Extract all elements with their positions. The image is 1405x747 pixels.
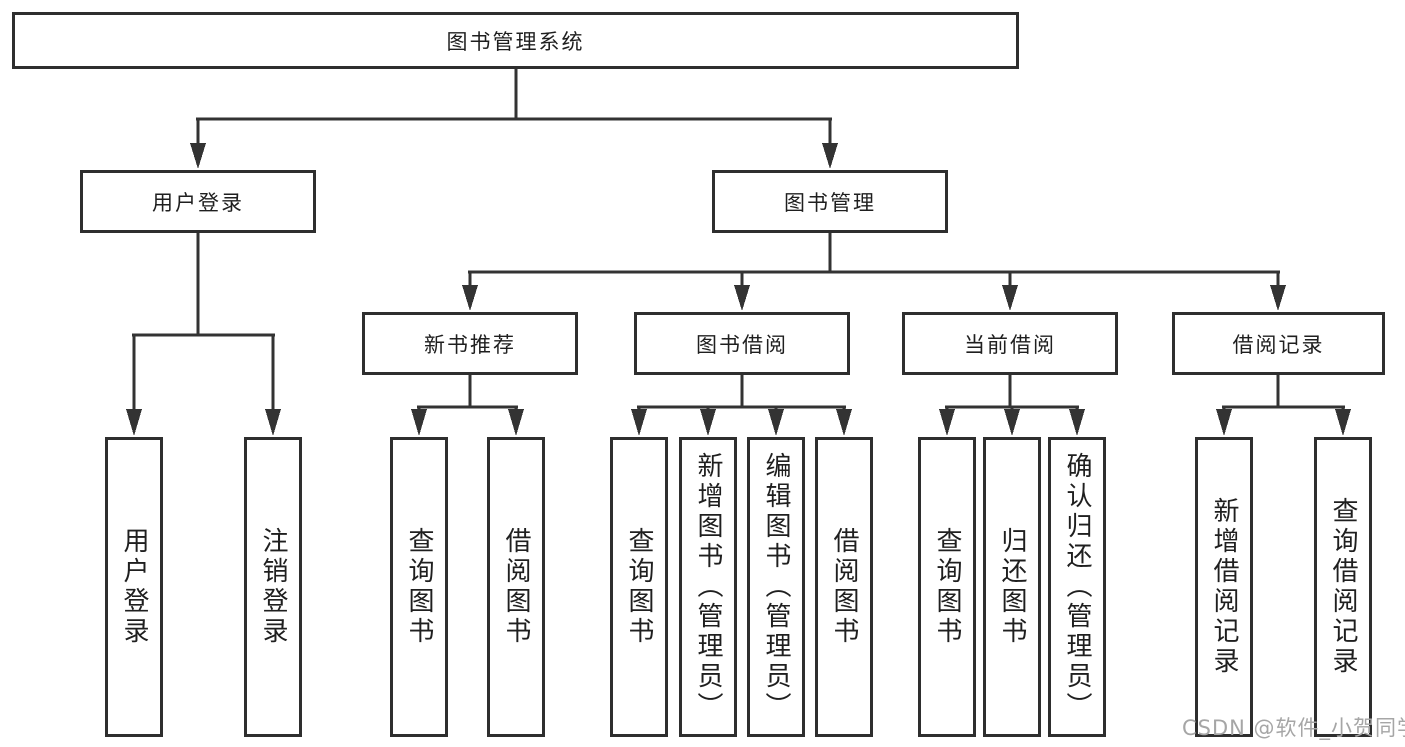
leaf-user-login: 用户登录 bbox=[105, 437, 163, 737]
leaf-confirm-return-admin: 确认归还（管理员） bbox=[1048, 437, 1106, 737]
leaf-query-book-borrow: 查询图书 bbox=[610, 437, 668, 737]
leaf-query-borrow-record-label: 查询借阅记录 bbox=[1328, 497, 1358, 677]
leaf-query-book-current: 查询图书 bbox=[918, 437, 976, 737]
node-book-management-label: 图书管理 bbox=[784, 190, 876, 215]
leaf-add-borrow-record-label: 新增借阅记录 bbox=[1209, 497, 1239, 677]
leaf-logout: 注销登录 bbox=[244, 437, 302, 737]
leaf-borrow-book-label: 借阅图书 bbox=[829, 527, 859, 647]
node-new-book-recommend-label: 新书推荐 bbox=[424, 332, 516, 357]
leaf-edit-book-admin-label: 编辑图书（管理员） bbox=[761, 452, 791, 722]
node-book-borrow-label: 图书借阅 bbox=[696, 332, 788, 357]
leaf-query-book-recommend-label: 查询图书 bbox=[404, 527, 434, 647]
node-new-book-recommend: 新书推荐 bbox=[362, 312, 578, 375]
leaf-borrow-book-recommend: 借阅图书 bbox=[487, 437, 545, 737]
node-current-borrow-label: 当前借阅 bbox=[964, 332, 1056, 357]
leaf-return-book-label: 归还图书 bbox=[997, 527, 1027, 647]
leaf-add-borrow-record: 新增借阅记录 bbox=[1195, 437, 1253, 737]
leaf-user-login-label: 用户登录 bbox=[119, 527, 149, 647]
node-current-borrow: 当前借阅 bbox=[902, 312, 1118, 375]
leaf-edit-book-admin: 编辑图书（管理员） bbox=[747, 437, 805, 737]
node-user-login-label: 用户登录 bbox=[152, 190, 244, 215]
leaf-query-book-current-label: 查询图书 bbox=[932, 527, 962, 647]
leaf-return-book: 归还图书 bbox=[983, 437, 1041, 737]
leaf-query-borrow-record: 查询借阅记录 bbox=[1314, 437, 1372, 737]
node-root-system: 图书管理系统 bbox=[12, 12, 1019, 69]
node-user-login: 用户登录 bbox=[80, 170, 316, 233]
node-borrow-record: 借阅记录 bbox=[1172, 312, 1385, 375]
leaf-confirm-return-admin-label: 确认归还（管理员） bbox=[1062, 452, 1092, 722]
csdn-watermark: CSDN @软件_小贺同学 bbox=[1182, 716, 1405, 740]
leaf-query-book-recommend: 查询图书 bbox=[390, 437, 448, 737]
node-borrow-record-label: 借阅记录 bbox=[1232, 332, 1325, 357]
node-book-borrow: 图书借阅 bbox=[634, 312, 850, 375]
leaf-add-book-admin-label: 新增图书（管理员） bbox=[693, 452, 723, 722]
leaf-borrow-book: 借阅图书 bbox=[815, 437, 873, 737]
node-root-system-label: 图书管理系统 bbox=[446, 29, 585, 54]
leaf-logout-label: 注销登录 bbox=[258, 527, 288, 647]
leaf-add-book-admin: 新增图书（管理员） bbox=[679, 437, 737, 737]
node-book-management: 图书管理 bbox=[712, 170, 948, 233]
leaf-query-book-borrow-label: 查询图书 bbox=[624, 527, 654, 647]
arrowhead-icons bbox=[126, 143, 1351, 436]
leaf-borrow-book-recommend-label: 借阅图书 bbox=[501, 527, 531, 647]
